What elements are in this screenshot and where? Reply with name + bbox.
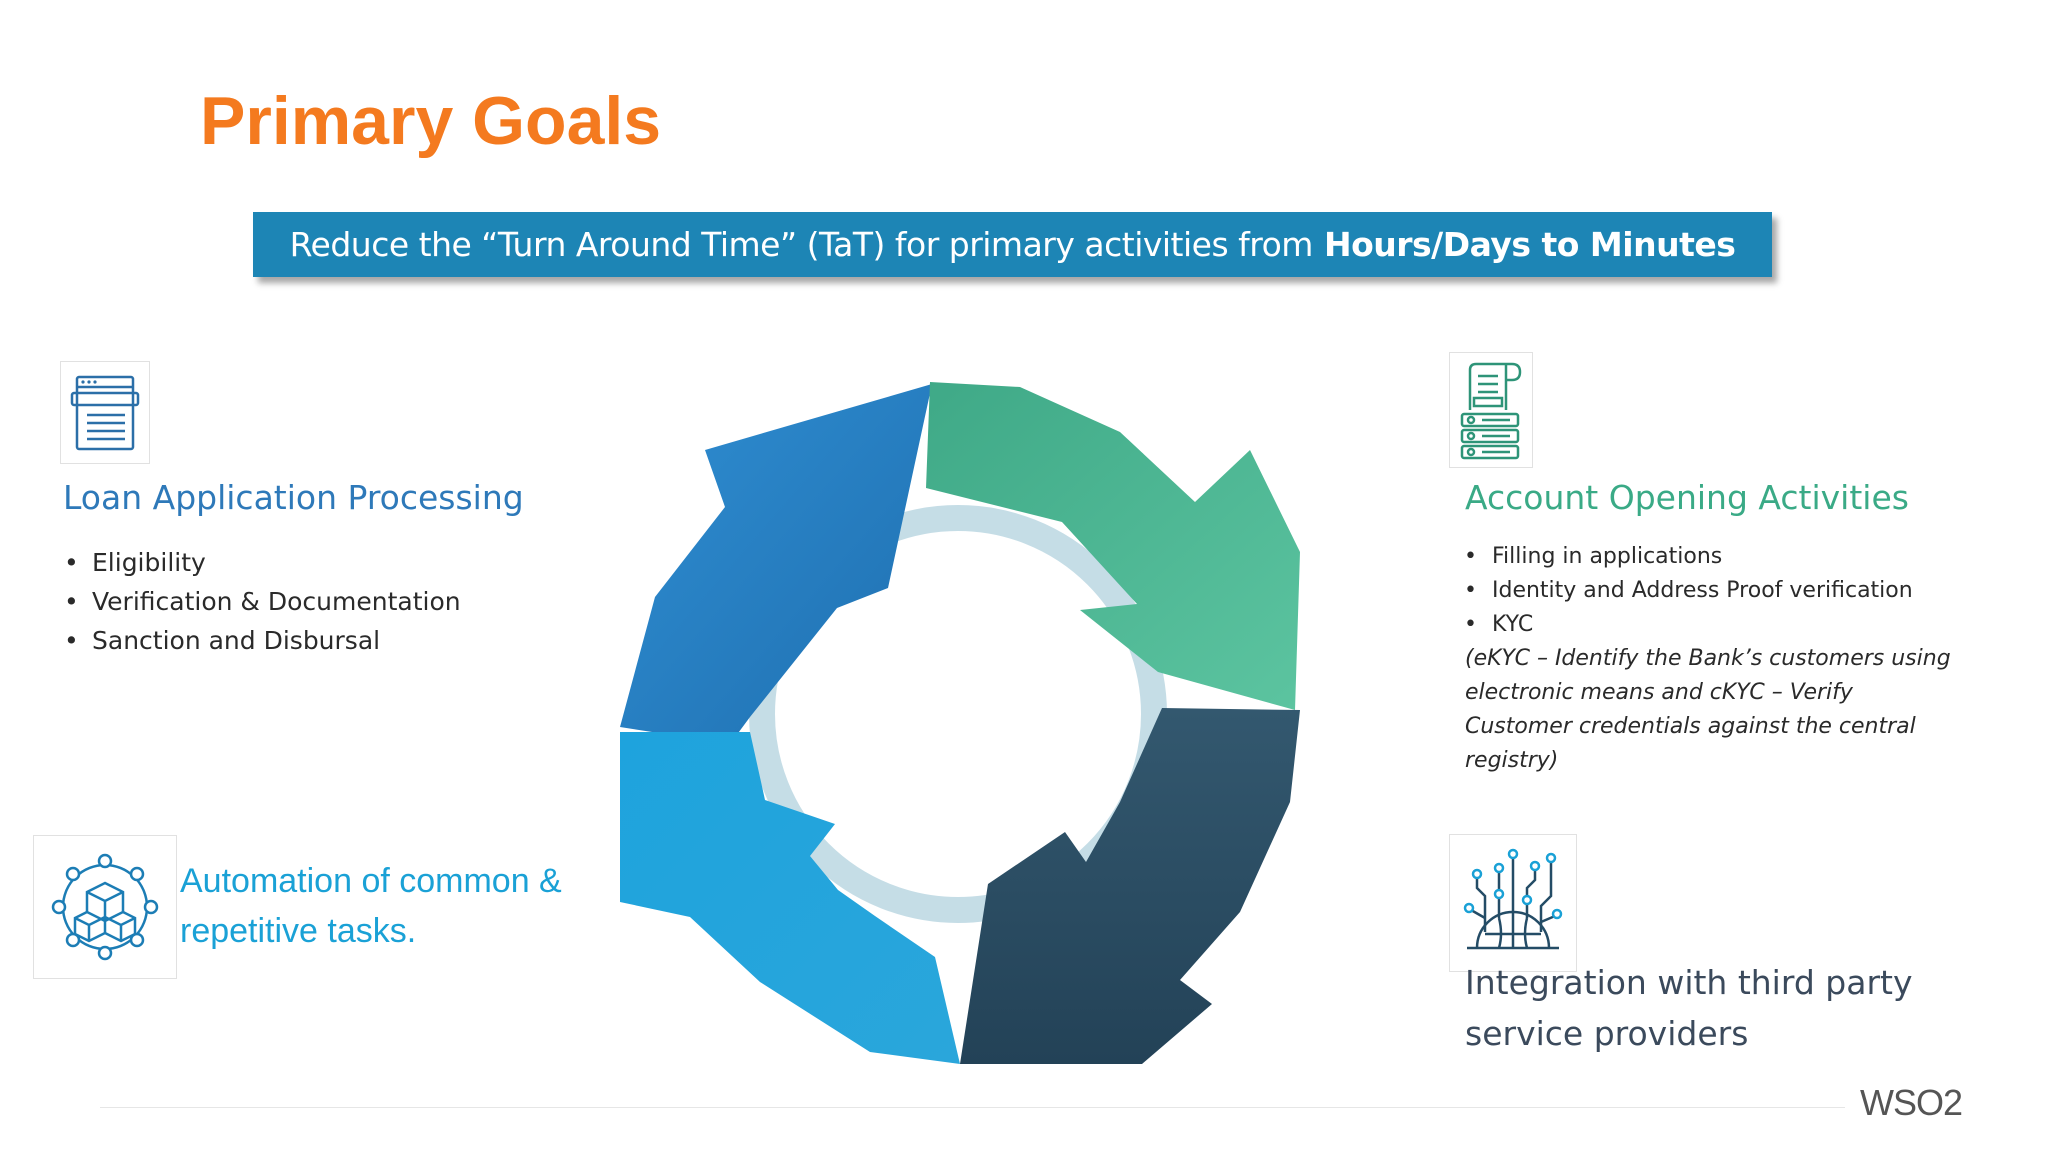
cycle-arrow-navy (960, 708, 1300, 1064)
cycle-arrows-diagram (620, 382, 1300, 1064)
account-list: Filling in applications Identity and Add… (1462, 540, 1913, 642)
list-item: Verification & Documentation (62, 582, 461, 621)
cube-network-icon (33, 835, 177, 979)
integration-text: Integration with third party service pro… (1465, 963, 1913, 1053)
list-item: KYC (1462, 608, 1913, 642)
document-form-icon (60, 361, 150, 464)
cycle-arrow-light-blue (620, 732, 960, 1064)
loan-title: Loan Application Processing (63, 478, 524, 517)
kyc-note: (eKYC – Identify the Bank’s customers us… (1465, 646, 1951, 773)
list-item: Identity and Address Proof verification (1462, 574, 1913, 608)
cycle-arrow-blue (620, 384, 932, 744)
page-title: Primary Goals (200, 83, 662, 159)
scroll-stack-icon (1449, 352, 1533, 468)
banner-text: Reduce the “Turn Around Time” (TaT) for … (289, 225, 1314, 264)
list-item: Eligibility (62, 543, 461, 582)
loan-list: Eligibility Verification & Documentation… (62, 543, 461, 660)
cycle-arrow-green (926, 382, 1300, 710)
globe-circuit-icon (1449, 834, 1577, 972)
account-title: Account Opening Activities (1465, 478, 1909, 517)
wso2-logo: WSO2 (1860, 1082, 1963, 1123)
automation-text: Automation of common & repetitive tasks. (180, 862, 562, 950)
banner-bold-text: Hours/Days to Minutes (1323, 225, 1736, 264)
list-item: Sanction and Disbursal (62, 621, 461, 660)
goal-banner: Reduce the “Turn Around Time” (TaT) for … (253, 212, 1772, 277)
list-item: Filling in applications (1462, 540, 1913, 574)
footer-divider (100, 1107, 1845, 1108)
